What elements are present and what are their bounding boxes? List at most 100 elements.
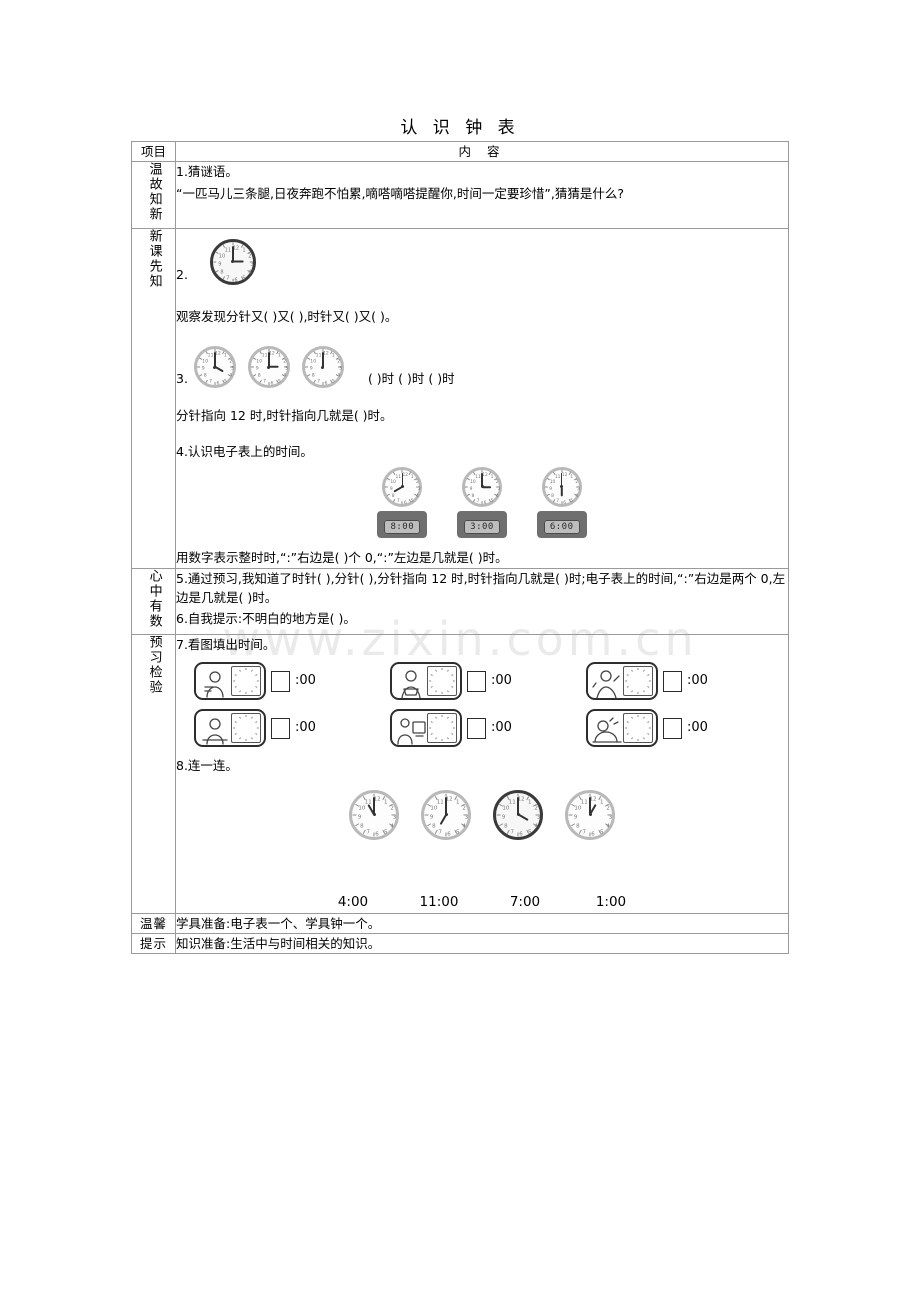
understanding-item-6: 6.自我提示:不明白的地方是( )。 [176, 611, 356, 627]
page-title: 认 识 钟 表 [400, 118, 520, 138]
picture-card-6 [586, 709, 658, 748]
answer-box-1[interactable] [271, 670, 290, 692]
digital-watch-display-1: 8:00 [384, 519, 421, 534]
question-3-number: 3. [176, 370, 188, 386]
time-label-3[interactable]: 7:00 [509, 893, 541, 910]
question-4-text: 4.认识电子表上的时间。 [176, 443, 313, 459]
picture-clock-item-2: :00 [390, 662, 512, 701]
clock-ticks [544, 469, 579, 505]
picture-card-2 [390, 662, 462, 701]
question-8-text: 8.连一连。 [176, 758, 238, 774]
time-label-1[interactable]: 4:00 [337, 893, 369, 910]
clock-center-pin [267, 365, 271, 369]
suffix-5: :00 [491, 720, 512, 736]
question-7-row-1: :00 :00 [194, 662, 788, 701]
answer-box-2[interactable] [467, 670, 486, 692]
clock-center-pin [372, 813, 376, 817]
digital-watch-3: 6:00 [536, 510, 587, 539]
footer-label-line2: 提示 [131, 933, 176, 955]
answer-box-5[interactable] [467, 717, 486, 739]
clock-minute-hand [232, 245, 234, 262]
section-body-understanding: 5.通过预习,我知道了时针( ),分针( ),分针指向 12 时,时针指向几就是… [175, 567, 789, 636]
question-2-text: 观察发现分针又( )又( ),时针又( )又( )。 [176, 308, 398, 324]
clock-minute-hand [214, 352, 216, 368]
answer-box-6[interactable] [663, 717, 682, 739]
clock-minute-hand [481, 472, 483, 487]
square-clock-2 [427, 666, 457, 697]
question-3-blanks: ( )时 ( )时 ( )时 [367, 370, 455, 386]
clock-center-pin [213, 365, 217, 369]
clock-ticks [304, 349, 341, 386]
q7-slot-5: :00 [390, 709, 586, 748]
answer-box-4[interactable] [271, 717, 290, 739]
clock-center-pin [444, 813, 448, 817]
q7-slot-4: :00 [194, 709, 390, 748]
header-content-label: 内 容 [175, 140, 789, 163]
time-label-2[interactable]: 11:00 [419, 893, 459, 910]
clock-minute-hand [445, 797, 447, 815]
clock-ticks [464, 469, 500, 505]
question-7-text: 7.看图填出时间。 [176, 637, 276, 652]
understanding-item-5: 5.通过预习,我知道了时针( ),分针( ),分针指向 12 时,时针指向几就是… [176, 570, 786, 605]
picture-clock-item-5: :00 [390, 709, 512, 748]
suffix-2: :00 [491, 673, 512, 689]
clock-center-pin [231, 260, 235, 264]
time-label-4[interactable]: 1:00 [595, 893, 627, 910]
scene-child-playing-icon [588, 664, 623, 699]
digital-watch-1: 8:00 [377, 510, 428, 539]
scene-child-reading-book-icon [392, 664, 427, 699]
picture-card-5 [390, 709, 462, 748]
q7-slot-1: :00 [194, 662, 390, 701]
section-body-check: 7.看图填出时间。 :00 [175, 634, 789, 914]
header-item-label: 项目 [131, 140, 176, 163]
clock-minute-hand [561, 472, 563, 487]
scene-child-sleeping-icon [588, 711, 623, 745]
clock-hour-hand [232, 260, 244, 263]
section-row-check: 预习检验 7.看图填出时间。 :00 [131, 634, 789, 914]
digital-watch-display-2: 3:00 [464, 519, 500, 534]
question-2-number: 2. [176, 267, 188, 283]
section-row-understanding: 心中有数 5.通过预习,我知道了时针( ),分针( ),分针指向 12 时,时针… [131, 567, 789, 636]
clock-ticks [385, 469, 420, 505]
footer-row-2: 提示 知识准备:生活中与时间相关的知识。 [131, 933, 789, 955]
table-header-row: 项目 内 容 [131, 140, 789, 163]
suffix-4: :00 [295, 720, 316, 736]
footer-text-1: 学具准备:电子表一个、学具钟一个。 [175, 912, 789, 935]
clock-center-pin [516, 813, 520, 817]
square-clock-5 [427, 713, 457, 744]
clock-center-pin [321, 365, 325, 369]
question-3-text: 分针指向 12 时,时针指向几就是( )时。 [176, 408, 393, 424]
clock-hour-hand [560, 486, 563, 497]
square-clock-3 [623, 666, 653, 697]
clock-ticks [196, 349, 233, 386]
review-item-1: 1.猜谜语。 [176, 164, 238, 180]
question-8-time-labels: 4:00 11:00 7:00 1:00 [176, 892, 788, 913]
answer-box-3[interactable] [663, 670, 682, 692]
clock-minute-hand [517, 797, 519, 815]
picture-clock-item-6: :00 [586, 709, 708, 748]
square-clock-1 [231, 666, 261, 697]
scene-child-at-table-icon [196, 711, 231, 746]
clock-ticks [213, 241, 253, 282]
section-label-understanding: 心中有数 [131, 567, 176, 636]
suffix-6: :00 [687, 720, 708, 736]
